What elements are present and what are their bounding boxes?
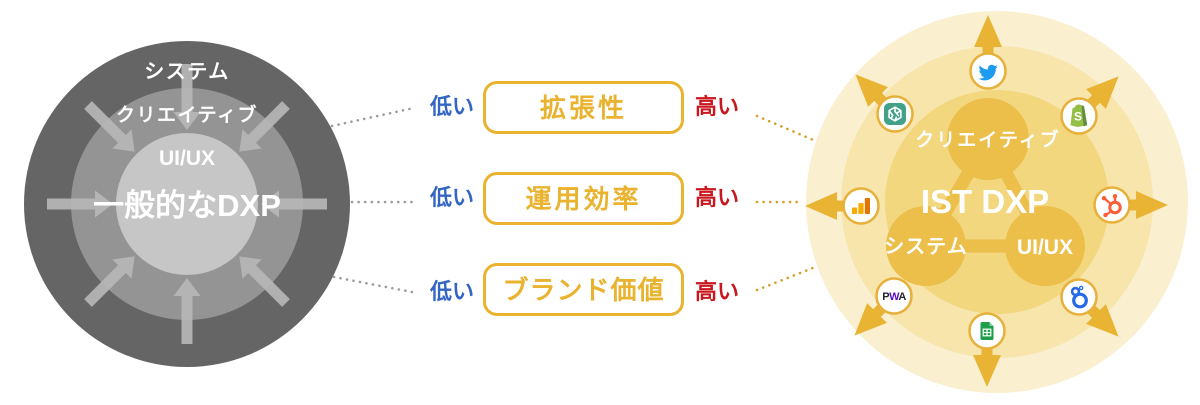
low-label: 低い — [429, 94, 474, 119]
high-label: 高い — [695, 279, 740, 304]
hubspot-icon — [1093, 186, 1131, 224]
left-dotted-lines — [330, 106, 416, 294]
right-label-uiux: UI/UX — [1017, 236, 1073, 259]
metric-box-operational-efficiency: 運用効率 — [483, 172, 684, 225]
blue-bubbles-icon — [1060, 278, 1098, 316]
ist-dxp-diagram: クリエイティブ IST DXP システム UI/UX S — [805, 11, 1188, 393]
generic-dxp-diagram: システム クリエイティブ UI/UX 一般的なDXP — [24, 41, 350, 367]
right-label-system: システム — [884, 236, 967, 258]
left-dotted-line-1 — [330, 106, 416, 128]
node-system — [886, 206, 966, 286]
low-label: 低い — [429, 279, 474, 304]
metric-label: ブランド価値 — [502, 274, 665, 305]
metric-label: 拡張性 — [539, 92, 627, 123]
metric-label: 運用効率 — [525, 183, 642, 214]
metric-box-brand-value: ブランド価値 — [483, 263, 684, 316]
left-dotted-line-3 — [332, 275, 414, 294]
right-dotted-line-1 — [755, 114, 820, 144]
pwa-icon: PWA — [875, 277, 913, 315]
right-dotted-lines — [755, 114, 820, 292]
left-label-system: システム — [144, 61, 229, 83]
twitter-icon — [969, 52, 1007, 90]
right-center-title: IST DXP — [921, 183, 1049, 220]
low-label: 低い — [429, 185, 474, 210]
right-label-creative: クリエイティブ — [915, 128, 1060, 151]
node-creative — [947, 98, 1029, 180]
google-analytics-icon — [842, 187, 880, 225]
svg-text:PWA: PWA — [882, 291, 906, 303]
shopify-icon: S — [1060, 97, 1098, 135]
node-circles — [886, 98, 1085, 286]
google-sheets-icon — [968, 312, 1006, 350]
high-label: 高い — [695, 94, 740, 119]
metric-box-expandability: 拡張性 — [483, 81, 684, 134]
node-uiux — [1005, 206, 1085, 286]
left-inner-circle — [116, 133, 258, 275]
right-dotted-line-3 — [755, 264, 820, 292]
svg-text:S: S — [1074, 110, 1082, 124]
left-label-creative: クリエイティブ — [116, 103, 258, 126]
left-label-uiux: UI/UX — [159, 147, 215, 170]
dotted-connectors — [330, 106, 820, 294]
high-label: 高い — [695, 185, 740, 210]
left-center-title: 一般的なDXP — [93, 188, 281, 223]
openai-icon — [876, 95, 914, 133]
